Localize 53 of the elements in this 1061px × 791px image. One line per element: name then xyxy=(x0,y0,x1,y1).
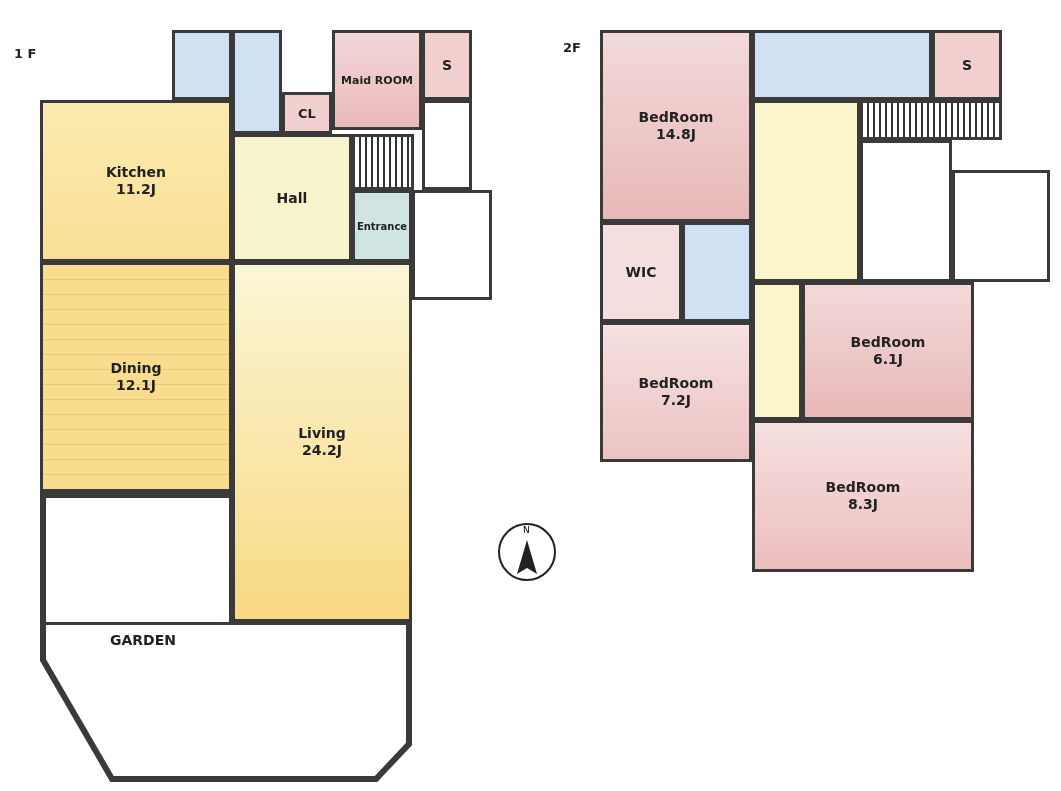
bedroom xyxy=(802,282,974,420)
porch xyxy=(412,190,492,300)
storage-room xyxy=(932,30,1002,100)
room-name: BedRoom xyxy=(850,334,926,351)
maid-room xyxy=(332,30,422,130)
room-name: Dining xyxy=(110,360,162,377)
hallway xyxy=(752,282,802,420)
room-name: Living xyxy=(298,425,346,442)
entrance-area xyxy=(352,190,412,262)
bathroom xyxy=(172,30,232,100)
room-size-label: 6.1J xyxy=(873,351,903,368)
staircase xyxy=(352,134,414,190)
living-room xyxy=(232,262,412,622)
room-name: Maid ROOM xyxy=(341,72,413,89)
room-size-label: 8.3J xyxy=(848,496,878,513)
closet xyxy=(282,92,332,134)
kitchen-room xyxy=(40,100,232,262)
floor-label: 1 F xyxy=(14,46,37,61)
bedroom xyxy=(600,322,752,462)
room-name: WIC xyxy=(625,263,657,281)
room-size-label: 11.2J xyxy=(116,181,156,198)
yard-area xyxy=(40,492,232,622)
room-size-label: 14.8J xyxy=(656,126,696,143)
room-name: BedRoom xyxy=(638,375,714,392)
room-name: S xyxy=(961,56,973,74)
staircase xyxy=(860,100,1002,140)
room-size-label: 24.2J xyxy=(302,442,342,459)
dining-room xyxy=(40,262,232,492)
porch xyxy=(422,100,472,190)
storage-room xyxy=(422,30,472,100)
room-name: BedRoom xyxy=(825,479,901,496)
garden-area xyxy=(40,622,412,782)
bathroom xyxy=(752,30,932,100)
balcony xyxy=(860,140,952,282)
room-size-label: 7.2J xyxy=(661,392,691,409)
room-name: GARDEN xyxy=(110,632,176,649)
balcony xyxy=(952,170,1050,282)
floor-label: 2F xyxy=(563,40,581,55)
room-size-label: 12.1J xyxy=(116,377,156,394)
walk-in-closet xyxy=(600,222,682,322)
room-name: S xyxy=(441,56,453,74)
bathroom xyxy=(682,222,752,322)
hallway xyxy=(752,100,860,282)
room-name: Entrance xyxy=(356,219,408,234)
bedroom xyxy=(600,30,752,222)
hall-area xyxy=(232,134,352,262)
room-name: Hall xyxy=(276,189,308,207)
room-name: CL xyxy=(298,104,316,122)
room-name: Kitchen xyxy=(105,164,167,181)
north-label: N xyxy=(523,525,530,535)
shower-room xyxy=(232,30,282,134)
bedroom xyxy=(752,420,974,572)
room-name: BedRoom xyxy=(638,109,714,126)
